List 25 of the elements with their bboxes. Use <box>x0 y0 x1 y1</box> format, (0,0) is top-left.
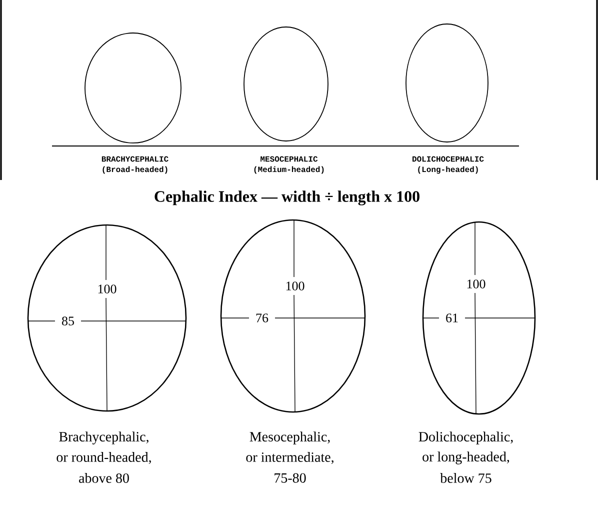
node-label: DOLICHOCEPHALIC <box>412 156 484 162</box>
node-label: (Medium-headed) <box>254 166 324 174</box>
head-outline <box>406 24 488 142</box>
node-label: Brachycephalic, <box>59 432 148 444</box>
node-label: above 80 <box>79 473 129 483</box>
measure-number: 100 <box>467 280 486 288</box>
measure-number: 85 <box>62 316 74 326</box>
measure-number: 76 <box>256 314 268 322</box>
head-outline <box>244 26 328 142</box>
node-label: BRACHYCEPHALIC <box>102 156 168 162</box>
node-label: Dolichocephalic, <box>418 432 513 444</box>
node-label: below 75 <box>440 473 492 483</box>
measure-number: 100 <box>98 284 116 294</box>
node-label: (Long-headed) <box>418 166 478 174</box>
node-label: or intermediate, <box>246 452 334 464</box>
node-label: or round-headed, <box>56 452 151 464</box>
title: Cephalic Index — width ÷ length x 100 <box>154 190 420 206</box>
node-label: or long-headed, <box>422 452 510 464</box>
measure-number: 100 <box>286 282 304 290</box>
node-label: 75-80 <box>274 473 306 483</box>
node-label: MESOCEPHALIC <box>260 156 318 162</box>
node-label: (Broad-headed) <box>102 166 168 174</box>
head-outline <box>84 32 182 144</box>
measure-number: 61 <box>446 314 458 322</box>
node-label: Mesocephalic, <box>250 432 330 444</box>
